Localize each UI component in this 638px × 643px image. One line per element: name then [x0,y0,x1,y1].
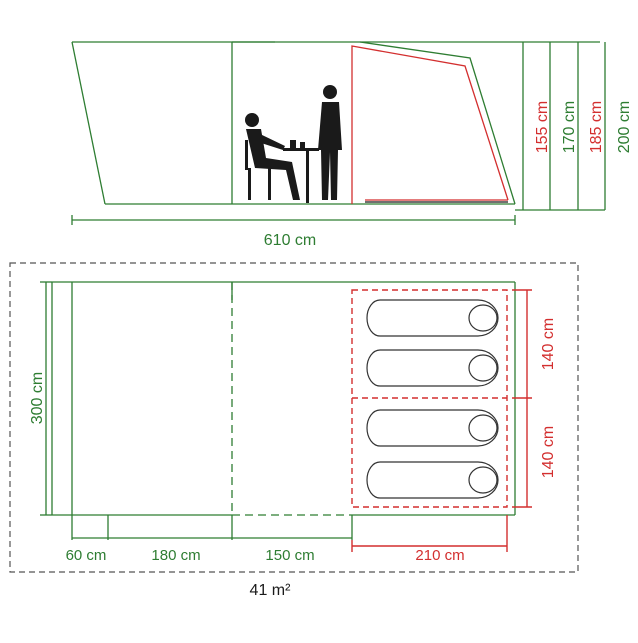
height-label-155: 155 cm [534,101,551,153]
rear-slope [359,41,516,205]
segment-label-180: 180 cm [151,547,200,564]
front-slope [71,41,106,205]
table-top [283,148,319,151]
side-bedroom-red [351,45,509,204]
sleeping-bag [366,461,499,499]
height-label-170: 170 cm [561,101,578,153]
height-label-185: 185 cm [588,101,605,153]
sleeping-bag [366,409,499,447]
width-label: 610 cm [264,232,316,249]
side-view: 610 cm 155 cm 170 cm 185 cm 200 cm [71,41,633,249]
floor-plan: 300 cm 60 cm 180 cm 150 cm 210 cm 140 cm… [9,262,579,599]
sleeping-bag [366,349,499,387]
segment-label-60: 60 cm [66,547,107,564]
height-label-200: 200 cm [616,101,633,153]
berth-label-2: 140 cm [540,426,557,478]
table-leg [306,151,309,203]
footprint-outline [9,262,579,573]
table [283,140,319,203]
depth-label: 300 cm [29,372,46,424]
side-outline-green [71,41,606,225]
cup [290,140,296,148]
standing-person-icon [318,85,342,200]
bedroom-red [351,289,532,552]
seated-person-icon [245,113,300,200]
area-label: 41 m² [250,582,292,599]
cup-2 [300,142,305,148]
berth-label-1: 140 cm [540,318,557,370]
segment-label-150: 150 cm [265,547,314,564]
segment-label-210: 210 cm [415,547,464,564]
sleeping-bag [366,299,499,337]
bedroom-outline [351,45,509,204]
sleeping-bags [366,299,499,499]
